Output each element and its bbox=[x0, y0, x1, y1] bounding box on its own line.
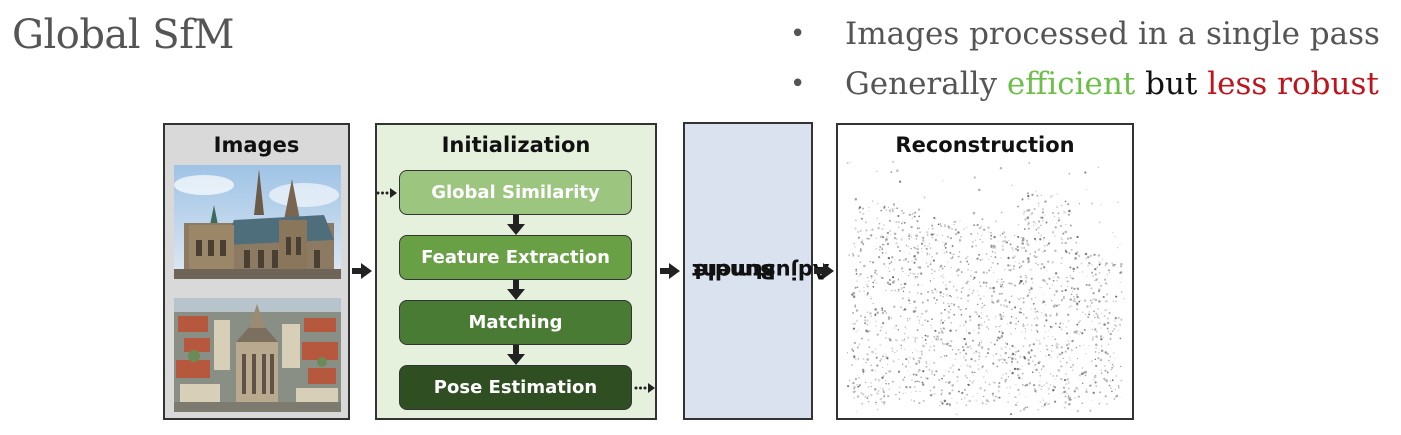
slide-title: Global SfM bbox=[12, 12, 234, 58]
but-text: but bbox=[1135, 66, 1208, 102]
arrow-down-icon bbox=[507, 345, 525, 365]
arrow-right-icon bbox=[660, 263, 680, 279]
bullet-text: Images processed in a single pass bbox=[845, 16, 1380, 52]
bullet-item: • Generally efficient but less robust bbox=[790, 64, 1380, 114]
robust-text: less robust bbox=[1207, 66, 1379, 102]
step-matching: Matching bbox=[399, 300, 632, 345]
initialization-box: Initialization Global Similarity Feature… bbox=[375, 123, 657, 420]
city-aerial-photo bbox=[174, 298, 341, 412]
cathedral-photo bbox=[174, 165, 341, 279]
arrow-right-icon bbox=[352, 263, 372, 279]
step-global-similarity: Global Similarity bbox=[399, 170, 632, 215]
initialization-title: Initialization bbox=[441, 133, 591, 157]
arrow-down-icon bbox=[507, 280, 525, 300]
arrow-down-icon bbox=[507, 215, 525, 235]
bullet-list: • Images processed in a single pass • Ge… bbox=[790, 14, 1380, 114]
images-box: Images bbox=[163, 123, 350, 420]
bullet-dot: • bbox=[790, 69, 806, 99]
bullet-dot: • bbox=[790, 19, 806, 49]
step-pose-estimation: Pose Estimation bbox=[399, 365, 632, 410]
dotted-arrow-in-icon bbox=[376, 188, 397, 198]
reconstruction-box: Reconstruction bbox=[836, 123, 1134, 420]
bullet-text-prefix: Generally bbox=[845, 66, 1007, 102]
bullet-item: • Images processed in a single pass bbox=[790, 14, 1380, 64]
reconstruction-title: Reconstruction bbox=[895, 133, 1075, 157]
images-title: Images bbox=[213, 133, 300, 157]
efficient-text: efficient bbox=[1006, 66, 1136, 102]
bundle-adjustment-box: Bundle Adjustment bbox=[683, 122, 830, 420]
step-feature-extraction: Feature Extraction bbox=[399, 235, 632, 280]
dotted-arrow-out-icon bbox=[634, 383, 655, 393]
ba-label-line2: Adjustment bbox=[692, 259, 830, 283]
point-cloud bbox=[846, 161, 1125, 415]
arrow-right-icon bbox=[814, 263, 834, 279]
